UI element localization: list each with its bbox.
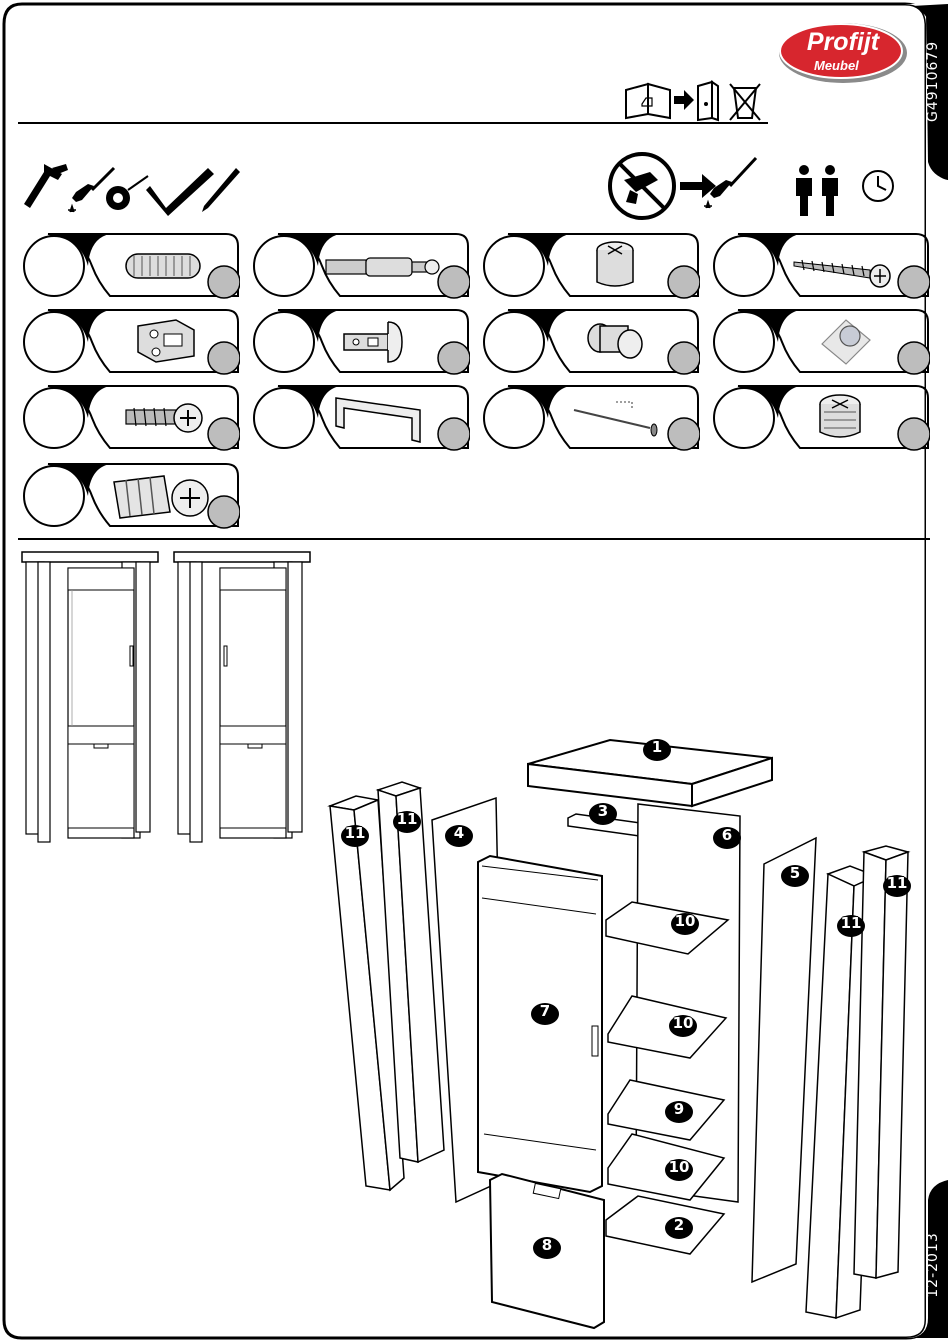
cam-lock-icon bbox=[812, 390, 868, 446]
brand-sub: Meubel bbox=[814, 58, 859, 73]
part-label: 11 bbox=[390, 808, 424, 834]
phillips-screwdriver-icon bbox=[68, 168, 114, 212]
hardware-card bbox=[18, 232, 240, 300]
assembled-wardrobe-right bbox=[174, 552, 310, 842]
part-pillar-back-right bbox=[854, 846, 908, 1278]
part-label: 11 bbox=[338, 822, 372, 848]
euro-screw-icon bbox=[122, 396, 208, 440]
wooden-dowel-icon bbox=[120, 244, 210, 290]
hardware-card bbox=[708, 308, 930, 376]
header-icon-strip bbox=[622, 78, 772, 122]
part-label: 7 bbox=[528, 1000, 562, 1026]
part-label: 5 bbox=[778, 862, 812, 888]
part-label: 2 bbox=[662, 1214, 696, 1240]
hardware-card bbox=[478, 384, 700, 452]
read-manual-icon bbox=[626, 84, 670, 118]
hardware-card bbox=[478, 308, 700, 376]
revision-date: 12-2013 bbox=[925, 1225, 945, 1305]
brand-name: Profijt bbox=[778, 28, 908, 57]
part-label: 1 bbox=[640, 736, 674, 762]
hinge-plate-icon bbox=[128, 312, 204, 368]
arrow-icon bbox=[674, 90, 694, 110]
assembly-info-strip bbox=[606, 150, 906, 222]
hardware-card bbox=[708, 384, 930, 452]
part-label: 10 bbox=[662, 1156, 696, 1182]
part-label: 8 bbox=[530, 1234, 564, 1260]
hardware-card bbox=[18, 462, 240, 530]
door-handle-icon bbox=[328, 390, 428, 446]
cabinet-hinge-icon bbox=[340, 312, 414, 372]
hardware-card bbox=[708, 232, 930, 300]
hardware-card bbox=[18, 384, 240, 452]
shelf-support-icon bbox=[578, 316, 650, 366]
section-divider bbox=[18, 538, 930, 540]
clock-icon bbox=[863, 171, 893, 201]
part-label: 3 bbox=[586, 800, 620, 826]
part-label: 11 bbox=[834, 912, 868, 938]
brand-logo: Profijt Meubel bbox=[778, 22, 908, 84]
hardware-card bbox=[248, 232, 470, 300]
part-right-side-panel bbox=[752, 838, 816, 1282]
hardware-card bbox=[18, 308, 240, 376]
hammer-icon bbox=[24, 164, 68, 208]
expansion-connector-icon bbox=[106, 468, 218, 526]
part-label: 9 bbox=[662, 1098, 696, 1124]
part-label: 10 bbox=[666, 1012, 700, 1038]
no-power-drill-icon bbox=[610, 154, 674, 218]
part-label: 11 bbox=[880, 872, 914, 898]
header-divider bbox=[18, 122, 768, 124]
assembled-wardrobe-left bbox=[22, 552, 158, 842]
nail-icon bbox=[570, 394, 666, 438]
hardware-card bbox=[248, 384, 470, 452]
plastic-corner-icon bbox=[816, 314, 876, 368]
hardware-card bbox=[248, 308, 470, 376]
file-binder-icon bbox=[698, 82, 718, 120]
no-trash-icon bbox=[730, 84, 760, 120]
tape-measure-icon bbox=[106, 176, 148, 210]
wood-screw-icon bbox=[790, 244, 900, 290]
cam-lock-icon bbox=[590, 238, 640, 292]
two-persons-icon bbox=[796, 165, 838, 216]
assembled-preview bbox=[18, 546, 318, 846]
part-label: 4 bbox=[442, 822, 476, 848]
part-label: 10 bbox=[668, 910, 702, 936]
product-code: G4910679 bbox=[925, 42, 945, 122]
tool-strip bbox=[22, 160, 242, 220]
part-label: 6 bbox=[710, 824, 744, 850]
hardware-card bbox=[478, 232, 700, 300]
cam-bolt-icon bbox=[322, 246, 442, 286]
